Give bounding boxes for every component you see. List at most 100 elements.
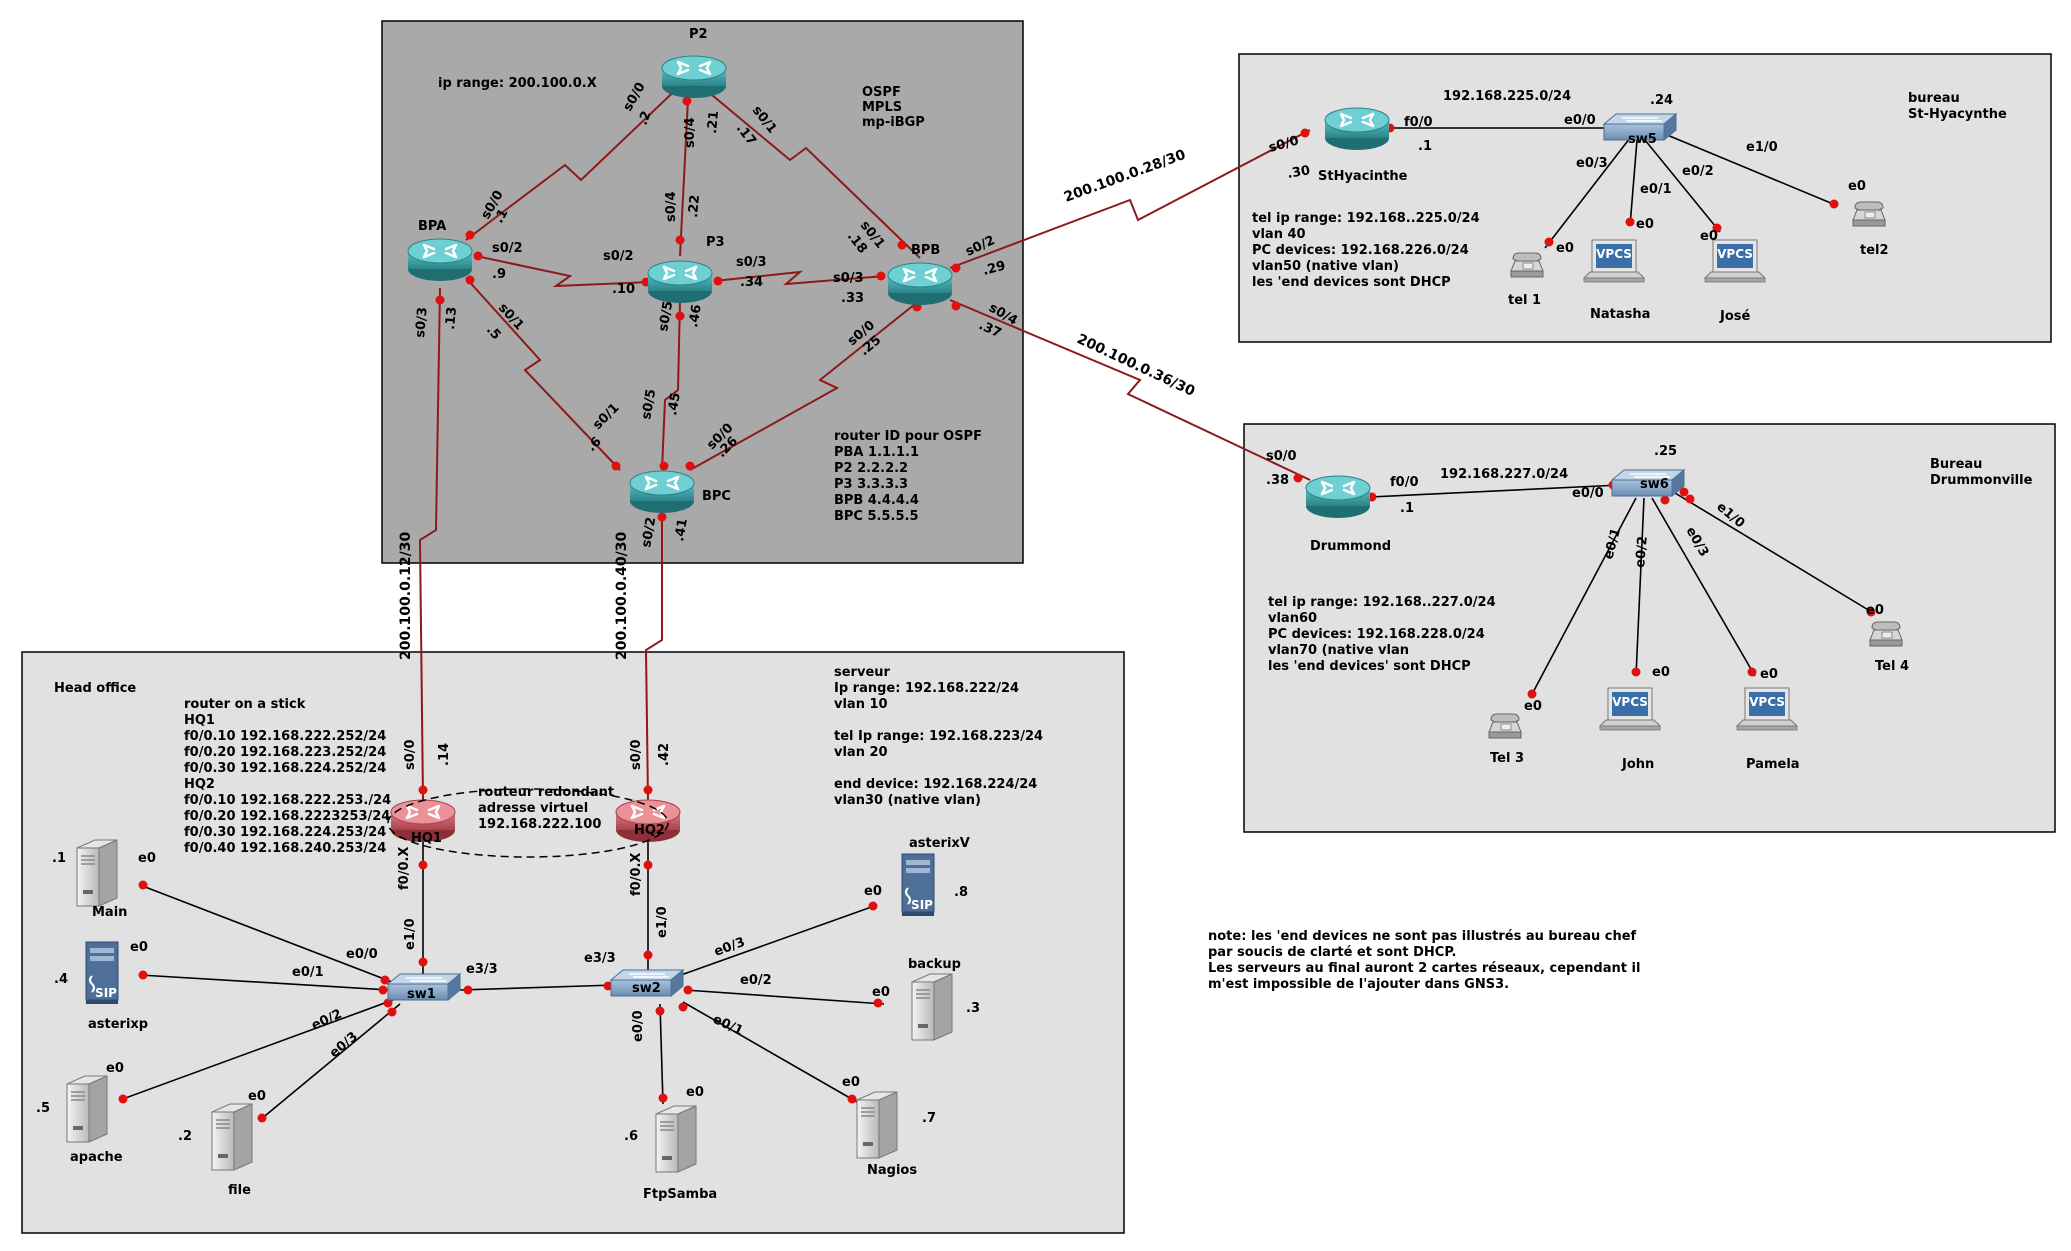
ros-line: HQ1 xyxy=(184,713,215,728)
label-backup: backup xyxy=(908,957,961,972)
iface: e0/3 xyxy=(1576,156,1608,171)
iface: s0/5 xyxy=(656,300,676,333)
label-sthyacinthe: StHyacinthe xyxy=(1318,169,1408,184)
iface: .8 xyxy=(954,885,968,900)
iface: e1/0 xyxy=(1746,140,1778,155)
router-sthyacinthe[interactable] xyxy=(1323,106,1391,152)
iface: .7 xyxy=(922,1111,936,1126)
router-drummond[interactable] xyxy=(1304,474,1372,520)
label-john: John xyxy=(1621,757,1654,772)
iface: e0 xyxy=(864,884,882,899)
iface: e0/0 xyxy=(346,947,378,962)
iface: e0 xyxy=(106,1061,124,1076)
sthyacinthe-notes: bureau St-Hyacynthe 192.168.225.0/24 tel… xyxy=(1252,89,2007,290)
server-nagios[interactable] xyxy=(856,1091,898,1159)
area-title: St-Hyacynthe xyxy=(1908,107,2007,122)
iface: .30 xyxy=(1286,163,1311,182)
info-line: tel ip range: 192.168..225.0/24 xyxy=(1252,211,1480,226)
label-bpb: BPB xyxy=(911,243,940,258)
info-line: vlan 40 xyxy=(1252,227,1306,242)
iface: e0/0 xyxy=(631,1010,646,1042)
iface: e0 xyxy=(1848,179,1866,194)
core-protocol: mp-iBGP xyxy=(862,115,925,130)
ros-line: f0/0.40 192.168.240.253/24 xyxy=(184,841,386,856)
iface: .1 xyxy=(491,206,511,226)
iface: e0 xyxy=(1652,665,1670,680)
iface: e0 xyxy=(1524,699,1542,714)
iface: .13 xyxy=(443,306,460,330)
link-sw5-tel2 xyxy=(1659,131,1839,207)
link-bpb-bpc xyxy=(689,299,921,471)
link-sw6-john xyxy=(1635,497,1645,677)
link-sw5-natasha xyxy=(1629,139,1638,227)
server-info-line: tel Ip range: 192.168.223/24 xyxy=(834,729,1043,744)
iface: .1 xyxy=(1418,139,1432,154)
iface: e0 xyxy=(248,1089,266,1104)
server-main[interactable] xyxy=(76,839,118,907)
wan-link-label: 200.100.0.12/30 xyxy=(398,532,414,660)
iface: f0/0.X xyxy=(397,847,412,890)
iface: e0/2 xyxy=(1633,536,1651,569)
iface: .45 xyxy=(665,391,684,416)
link-sw6-pamela xyxy=(1651,497,1756,677)
label-natasha: Natasha xyxy=(1590,307,1650,322)
router-bpb[interactable] xyxy=(886,261,954,307)
iface: e1/0 xyxy=(655,906,670,938)
iface: f0/0.X xyxy=(629,853,644,896)
link-bpa-hq1 xyxy=(418,287,441,801)
link-sw2-backup xyxy=(684,989,885,1005)
server-backup[interactable] xyxy=(911,973,953,1041)
label-p3: P3 xyxy=(706,235,725,250)
iface: e0/1 xyxy=(1640,182,1672,197)
iface: e0 xyxy=(842,1075,860,1090)
info-line: les 'end devices' sont DHCP xyxy=(1268,659,1471,674)
phone-tel1[interactable] xyxy=(1510,252,1544,278)
iface: .2 xyxy=(178,1129,192,1144)
router-bpc[interactable] xyxy=(628,469,696,515)
phone-tel3[interactable] xyxy=(1488,713,1522,739)
footnote: note: les 'end devices ne sont pas illus… xyxy=(1208,929,1640,992)
server-info-line: serveur xyxy=(834,665,891,680)
server-ftpsamba[interactable] xyxy=(655,1105,697,1173)
label-asterixp: asterixp xyxy=(88,1017,148,1032)
core-links xyxy=(418,79,1311,801)
iface: s0/2 xyxy=(639,516,659,549)
router-bpa[interactable] xyxy=(406,237,474,283)
server-apache[interactable] xyxy=(66,1075,108,1143)
link-bpb-sthyacinthe xyxy=(949,129,1311,269)
iface: s0/5 xyxy=(639,388,659,421)
router-p2[interactable] xyxy=(660,54,728,100)
label-tel2: tel2 xyxy=(1860,243,1889,258)
info-line: PC devices: 192.168.228.0/24 xyxy=(1268,627,1485,642)
link-sw5-tel1 xyxy=(1544,137,1631,249)
core-notes: ip range: 200.100.0.X OSPF MPLS mp-iBGP … xyxy=(438,76,982,524)
iface: e0/0 xyxy=(1572,486,1604,501)
subnet-label: 192.168.227.0/24 xyxy=(1440,467,1568,482)
iface: .21 xyxy=(705,110,722,134)
iface: .38 xyxy=(1266,473,1289,488)
vpcs-label: VPCS xyxy=(1612,695,1648,709)
link-sw1-file xyxy=(259,1003,401,1121)
iface: .9 xyxy=(492,267,506,282)
st-hyacinthe-area xyxy=(1238,53,2052,343)
server-file[interactable] xyxy=(211,1103,253,1171)
iface: e0/0 xyxy=(1564,113,1596,128)
iface: .10 xyxy=(612,282,635,297)
footnote-line: par soucis de clarté et sont DHCP. xyxy=(1208,945,1456,960)
router-p3[interactable] xyxy=(646,259,714,305)
label-p2: P2 xyxy=(689,27,708,42)
phone-tel4[interactable] xyxy=(1869,621,1903,647)
iface: .33 xyxy=(841,291,864,306)
core-protocol: OSPF xyxy=(862,85,901,100)
core-ip-range: ip range: 200.100.0.X xyxy=(438,76,597,91)
iface: e0 xyxy=(130,940,148,955)
lan-links xyxy=(119,127,1876,1121)
link-p2-p3 xyxy=(679,79,690,257)
iface: s0/3 xyxy=(833,271,864,286)
phone-tel2[interactable] xyxy=(1852,201,1886,227)
server-info-line: Ip range: 192.168.222/24 xyxy=(834,681,1019,696)
info-line: tel ip range: 192.168..227.0/24 xyxy=(1268,595,1496,610)
label-tel1: tel 1 xyxy=(1508,293,1541,308)
link-drummond-sw6 xyxy=(1369,484,1621,498)
info-line: vlan70 (native vlan xyxy=(1268,643,1409,658)
